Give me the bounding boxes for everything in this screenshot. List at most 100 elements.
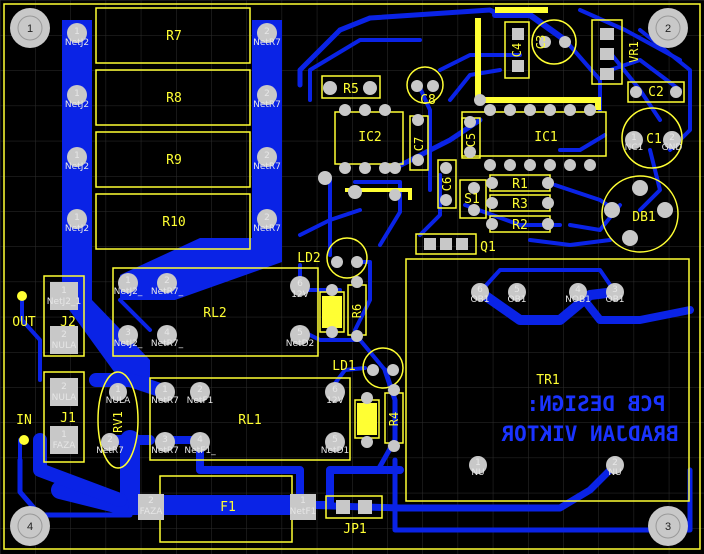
label-RV1: RV1 [111,411,125,433]
silkscreen-layer [3,3,701,550]
LD1-outline [362,347,404,389]
corner-holes [10,8,688,546]
svg-text:NetF1: NetF1 [187,396,214,406]
svg-text:4: 4 [575,285,581,295]
svg-text:OB1: OB1 [606,295,625,305]
svg-text:12V: 12V [326,396,344,406]
label-J1: J1 [60,411,76,426]
svg-text:1: 1 [74,213,80,223]
J2-outline [43,275,85,357]
svg-text:3: 3 [612,285,618,295]
svg-text:2: 2 [264,89,270,99]
component-labels: R7 R8 R9 R10 RL2 RL1 F1 J2 J1 LD2 LD1 R5… [12,29,664,537]
svg-text:NetJ2_: NetJ2_ [114,339,143,349]
label-C7: C7 [412,137,426,151]
rotated-labels: D2 D1 R6 R4 C7 C5 C6 C4 C3 VR1 RV1 [111,35,641,433]
credit-line-1: PCB DESIGN: [526,392,665,416]
svg-text:NetR7_: NetR7_ [151,339,184,349]
R8-outline [95,69,251,126]
svg-text:NetR7: NetR7 [253,224,281,234]
R9-outline [95,131,251,188]
svg-text:NetR7_: NetR7_ [151,287,184,297]
label-D1: D1 [361,412,375,426]
svg-text:1: 1 [74,89,80,99]
D2-body [322,296,342,328]
label-D2: D2 [326,305,340,319]
hole-4 [10,506,50,546]
svg-text:2: 2 [164,276,170,286]
J1-outline [43,371,85,463]
svg-text:NetJ2: NetJ2 [65,162,89,172]
svg-text:NetF1_: NetF1_ [184,446,216,456]
RV1-outline [97,371,139,469]
svg-text:NetJ2: NetJ2 [65,100,89,110]
svg-text:NetD2: NetD2 [286,339,314,349]
label-RL1: RL1 [238,413,261,428]
svg-text:2: 2 [197,385,203,395]
label-F1: F1 [220,500,236,515]
svg-text:NetR7: NetR7 [253,162,281,172]
svg-text:2: 2 [61,330,67,340]
svg-text:5: 5 [332,435,338,445]
svg-text:1: 1 [74,27,80,37]
svg-text:1: 1 [631,133,637,143]
corner-2: 2 [665,23,671,35]
hole-3 [648,506,688,546]
label-IC1: IC1 [534,130,557,145]
label-C6: C6 [440,177,454,191]
label-R1: R1 [512,177,528,192]
svg-text:NU: NU [608,468,621,478]
svg-text:5: 5 [514,285,520,295]
svg-text:NetR7: NetR7 [151,446,179,456]
svg-text:OB1: OB1 [471,295,490,305]
label-TR1: TR1 [536,373,559,388]
svg-text:NULA: NULA [52,393,78,403]
JP1-outline [325,495,383,519]
label-OUT: OUT [12,315,36,330]
svg-text:NetF1: NetF1 [290,507,317,517]
svg-text:1: 1 [475,458,481,468]
svg-text:1: 1 [125,276,131,286]
svg-text:2: 2 [612,458,618,468]
label-VR1: VR1 [627,41,641,63]
DB1-outline [601,175,679,253]
S1-outline [459,179,487,219]
LD2-outline [326,237,368,279]
svg-text:5: 5 [297,328,303,338]
corner-4: 4 [27,521,33,533]
C4-outline [504,21,530,79]
svg-text:1: 1 [162,385,168,395]
label-C1: C1 [646,132,662,147]
svg-text:NetD1: NetD1 [321,446,349,456]
RL1-outline [149,377,351,461]
svg-text:3: 3 [162,435,168,445]
label-JP1: JP1 [343,522,366,537]
copper-pour-rnet [252,20,282,262]
C8-outline [406,66,444,104]
svg-text:2: 2 [107,435,113,445]
credit-line-2: BRADJAN VIKTOR [501,422,678,446]
svg-text:2: 2 [669,133,675,143]
svg-text:NOB1: NOB1 [565,295,591,305]
hole-2 [648,8,688,48]
svg-text:NetR7: NetR7 [151,396,179,406]
pads [17,23,682,520]
svg-text:NetJ2: NetJ2 [65,224,89,234]
label-R7: R7 [166,29,182,44]
svg-text:4: 4 [197,435,203,445]
C6-outline [437,159,457,209]
Q1-outline [415,233,477,255]
svg-text:6: 6 [297,279,303,289]
label-C3: C3 [534,35,548,49]
label-R6: R6 [350,304,364,318]
svg-text:6: 6 [332,385,338,395]
svg-text:NetJ2_1: NetJ2_1 [47,297,81,307]
svg-text:1: 1 [74,151,80,161]
svg-text:1: 1 [61,286,67,296]
VR1-outline [591,19,623,85]
svg-text:NetR7: NetR7 [96,446,124,456]
svg-text:2: 2 [148,496,154,506]
label-DB1: DB1 [632,210,655,225]
